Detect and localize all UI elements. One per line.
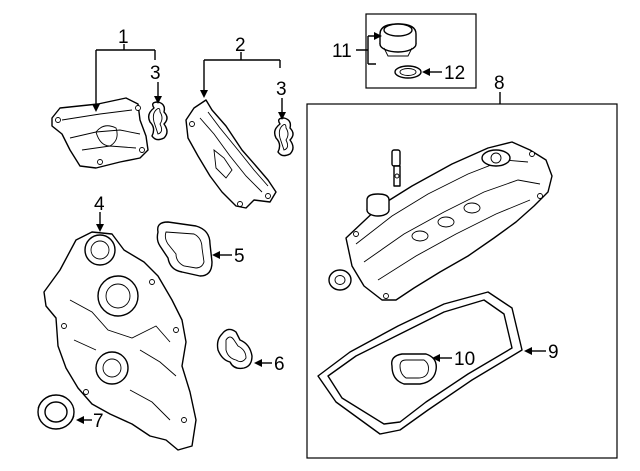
- callout-2: 2: [235, 35, 246, 56]
- valve-cover: [345, 141, 553, 301]
- timing-cover: [43, 231, 197, 451]
- gasket-3-left: [147, 101, 168, 141]
- grommet: [328, 269, 352, 291]
- callout-4: 4: [94, 194, 105, 215]
- callout-3-right: 3: [276, 79, 287, 100]
- callout-10: 10: [454, 349, 475, 370]
- crankshaft-seal: [37, 394, 75, 430]
- callout-7: 7: [93, 411, 104, 432]
- pcv-valve: [391, 149, 401, 187]
- gasket-3-right: [273, 117, 294, 157]
- filler-cap-box: [365, 13, 477, 89]
- oil-filler-cap: [379, 23, 417, 57]
- valve-cover-box: [306, 103, 618, 459]
- callout-5: 5: [234, 246, 245, 267]
- callout-11: 11: [332, 41, 352, 62]
- leader-lines: [76, 32, 546, 424]
- gasket-5: [156, 221, 213, 277]
- callout-9: 9: [548, 342, 559, 363]
- callout-6: 6: [274, 354, 285, 375]
- callout-12: 12: [444, 63, 465, 84]
- callout-1: 1: [118, 27, 129, 48]
- filler-cap-seal: [394, 65, 422, 79]
- gasket-6: [216, 328, 253, 370]
- callout-3-left: 3: [150, 63, 161, 84]
- upper-timing-cover-right: [185, 99, 277, 209]
- callout-8: 8: [494, 73, 505, 94]
- spark-plug-tube-seal: [391, 353, 437, 385]
- upper-timing-cover-left: [51, 97, 149, 169]
